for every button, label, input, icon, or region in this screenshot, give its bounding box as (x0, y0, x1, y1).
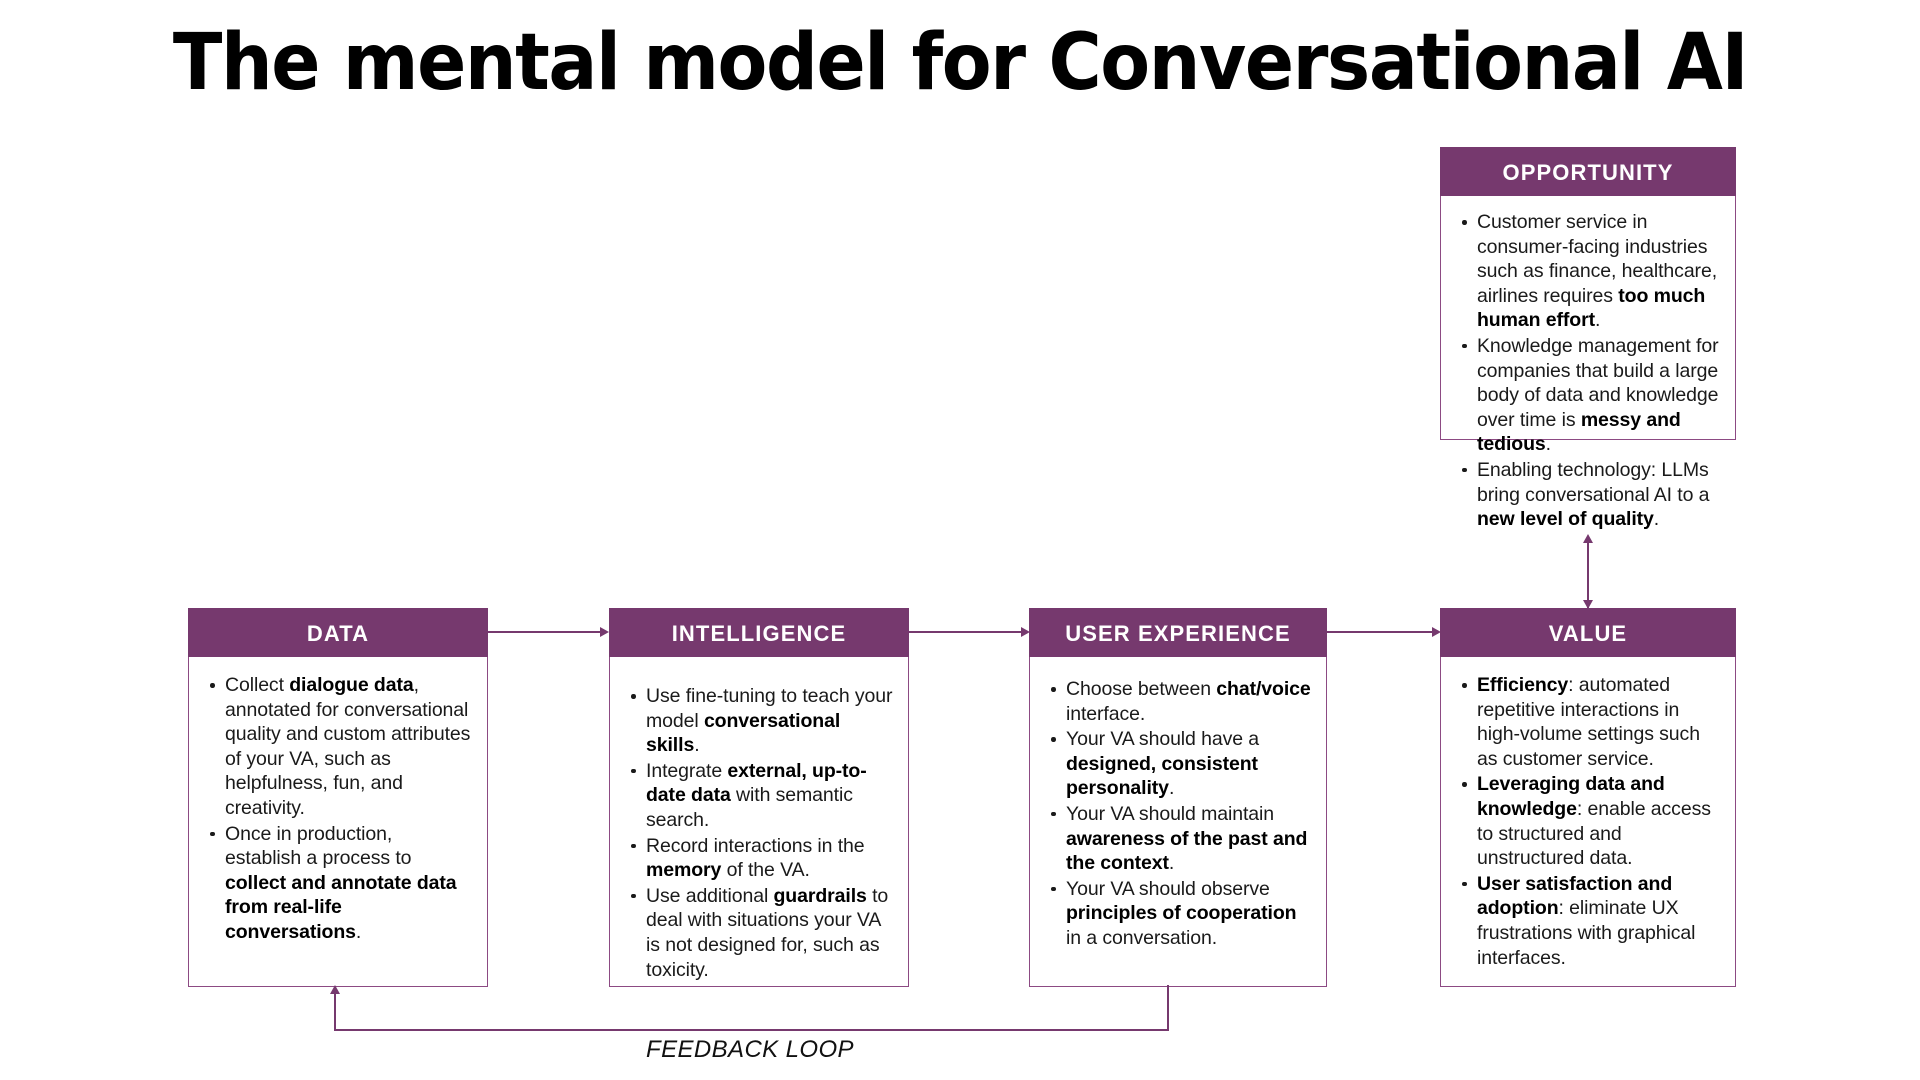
page-title: The mental model for Conversational AI (172, 18, 1749, 108)
list-item: Efficiency: automated repetitive interac… (1455, 673, 1721, 771)
list-item: Use additional guardrails to deal with s… (624, 884, 894, 982)
list-item: Once in production, establish a process … (203, 822, 473, 945)
list-item: Customer service in consumer-facing indu… (1455, 210, 1721, 333)
arrow-head-down-to-value (1583, 600, 1593, 609)
list-item: Integrate external, up-to-date data with… (624, 759, 894, 833)
card-data: DATA Collect dialogue data, annotated fo… (188, 608, 488, 987)
card-user-experience: USER EXPERIENCE Choose between chat/voic… (1029, 608, 1327, 987)
list-item: Leveraging data and knowledge: enable ac… (1455, 772, 1721, 870)
card-data-body: Collect dialogue data, annotated for con… (188, 657, 488, 987)
connector-data-to-intelligence (488, 631, 600, 633)
list-item: Your VA should observe principles of coo… (1044, 877, 1312, 951)
card-value-title: VALUE (1440, 608, 1736, 657)
arrow-head-feedback-to-data (330, 985, 340, 994)
card-data-list: Collect dialogue data, annotated for con… (203, 673, 473, 945)
arrow-head-intelligence-to-user-experience (1021, 627, 1030, 637)
list-item: Your VA should have a designed, consiste… (1044, 727, 1312, 801)
card-intelligence: INTELLIGENCE Use fine-tuning to teach yo… (609, 608, 909, 987)
card-opportunity-title: OPPORTUNITY (1440, 147, 1736, 196)
arrow-head-up-to-opportunity (1583, 534, 1593, 543)
card-user-experience-body: Choose between chat/voice interface.Your… (1029, 657, 1327, 987)
list-item: Your VA should maintain awareness of the… (1044, 802, 1312, 876)
card-opportunity-body: Customer service in consumer-facing indu… (1440, 196, 1736, 530)
connector-intelligence-to-user-experience (909, 631, 1021, 633)
card-intelligence-body: Use fine-tuning to teach your model conv… (609, 657, 909, 987)
feedback-loop-segment-down (1167, 985, 1169, 1031)
feedback-loop-label: FEEDBACK LOOP (646, 1036, 854, 1063)
card-opportunity: OPPORTUNITY Customer service in consumer… (1440, 147, 1736, 530)
arrow-head-data-to-intelligence (600, 627, 609, 637)
card-value-body: Efficiency: automated repetitive interac… (1440, 657, 1736, 987)
card-user-experience-list: Choose between chat/voice interface.Your… (1044, 677, 1312, 951)
arrow-head-user-experience-to-value (1432, 627, 1441, 637)
card-opportunity-list: Customer service in consumer-facing indu… (1455, 210, 1721, 532)
list-item: Choose between chat/voice interface. (1044, 677, 1312, 726)
card-intelligence-list: Use fine-tuning to teach your model conv… (624, 684, 894, 982)
feedback-loop-segment-up (334, 992, 336, 1030)
list-item: User satisfaction and adoption: eliminat… (1455, 872, 1721, 970)
list-item: Record interactions in the memory of the… (624, 834, 894, 883)
connector-value-to-opportunity (1587, 540, 1589, 608)
card-data-title: DATA (188, 608, 488, 657)
list-item: Collect dialogue data, annotated for con… (203, 673, 473, 821)
card-value: VALUE Efficiency: automated repetitive i… (1440, 608, 1736, 987)
list-item: Enabling technology: LLMs bring conversa… (1455, 458, 1721, 532)
card-value-list: Efficiency: automated repetitive interac… (1455, 673, 1721, 970)
list-item: Knowledge management for companies that … (1455, 334, 1721, 457)
list-item: Use fine-tuning to teach your model conv… (624, 684, 894, 758)
card-intelligence-title: INTELLIGENCE (609, 608, 909, 657)
connector-user-experience-to-value (1327, 631, 1432, 633)
feedback-loop-segment-horizontal (334, 1029, 1169, 1031)
card-user-experience-title: USER EXPERIENCE (1029, 608, 1327, 657)
